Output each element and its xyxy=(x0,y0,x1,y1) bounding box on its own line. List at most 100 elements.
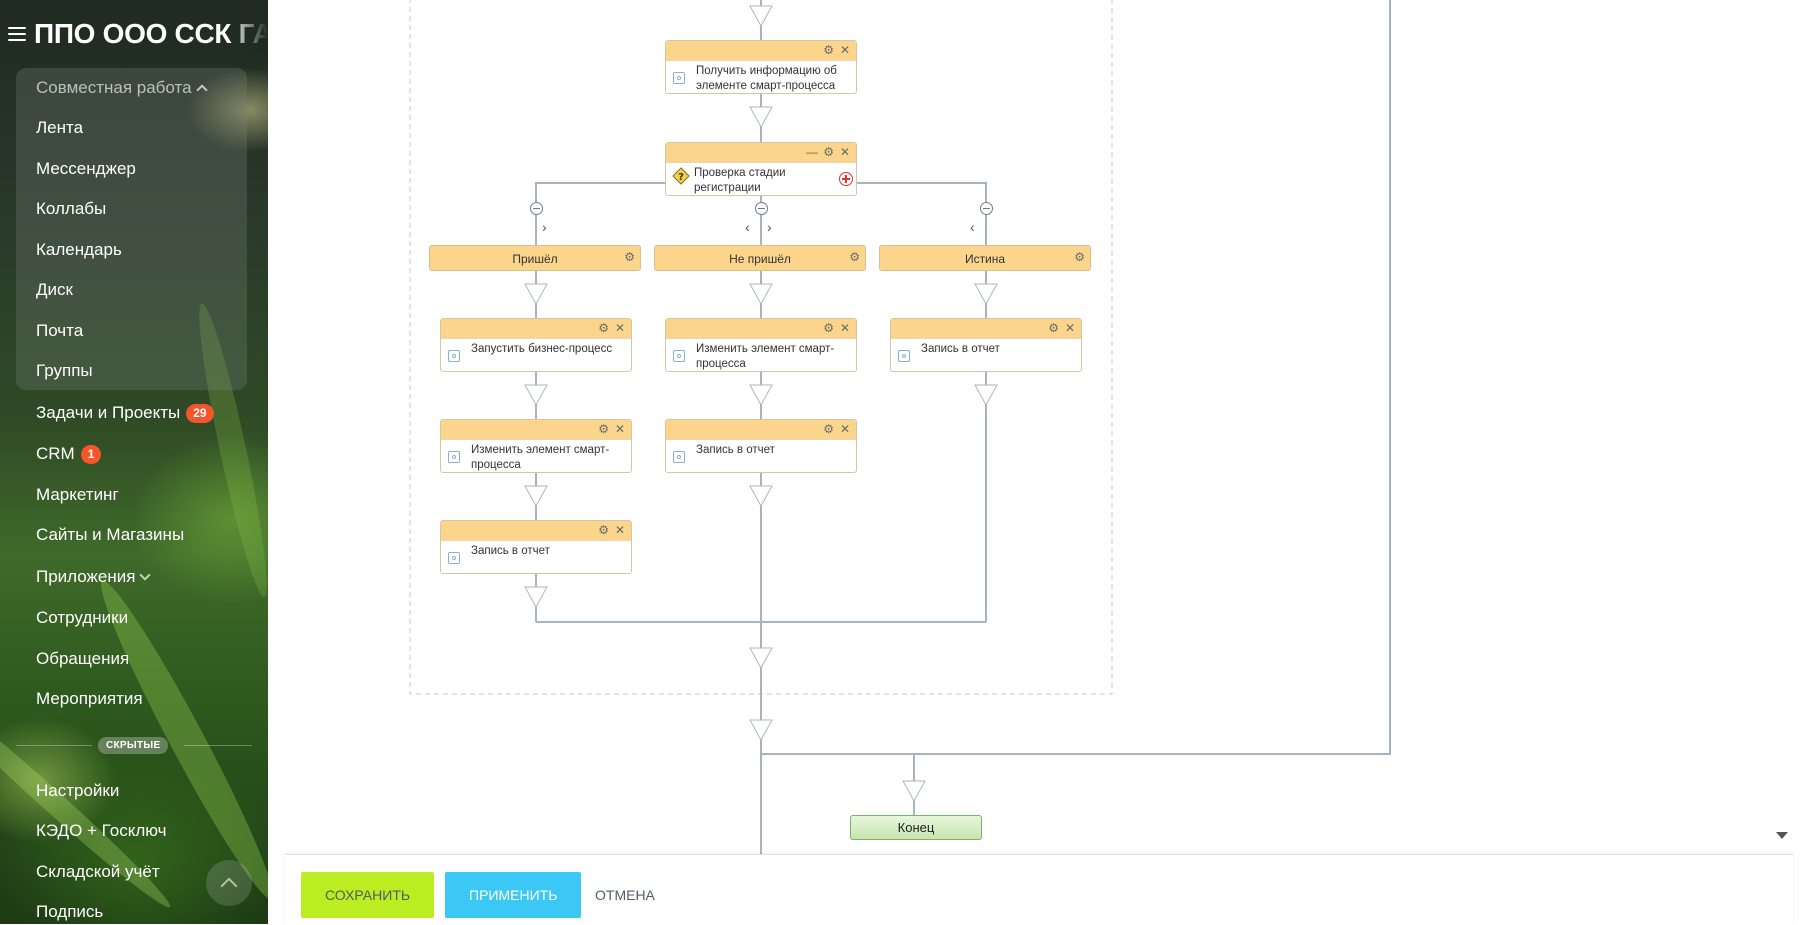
chevron-left-icon[interactable]: ‹ xyxy=(745,219,750,235)
gear-icon[interactable]: ⚙ xyxy=(823,145,834,159)
gear-icon[interactable]: ⚙ xyxy=(823,422,834,436)
hidden-separator: СКРЫТЫЕ xyxy=(16,737,252,754)
separator-line xyxy=(184,745,252,746)
hidden-items-toggle[interactable]: СКРЫТЫЕ xyxy=(98,737,169,754)
sidebar-item-crm[interactable]: CRM 1 xyxy=(36,444,102,464)
activity-header: ⚙ ✕ xyxy=(441,521,631,541)
sidebar-item-groups[interactable]: Группы xyxy=(36,361,93,380)
sidebar-item-sites[interactable]: Сайты и Магазины xyxy=(36,525,185,544)
title-fade xyxy=(228,14,268,54)
gear-icon[interactable]: ⚙ xyxy=(598,422,609,436)
sidebar-item-label: CRM xyxy=(36,444,75,463)
close-icon[interactable]: ✕ xyxy=(839,145,850,159)
activity-header: — ⚙ ✕ xyxy=(666,143,856,163)
sidebar-item-kedo[interactable]: КЭДО + Госключ xyxy=(36,821,167,840)
activity-modify-element[interactable]: ⚙ ✕ Изменить элемент смарт-процесса xyxy=(440,419,632,473)
gear-icon[interactable]: ⚙ xyxy=(598,523,609,537)
activity-condition[interactable]: — ⚙ ✕ ? Проверка стадии регистрации xyxy=(665,142,857,196)
workflow-canvas: ⚙ ✕ Получить информацию об элементе смар… xyxy=(268,0,1800,854)
close-icon[interactable]: ✕ xyxy=(839,43,850,57)
sidebar-item-employees[interactable]: Сотрудники xyxy=(36,608,129,627)
sidebar-item-requests[interactable]: Обращения xyxy=(36,649,130,668)
activity-report[interactable]: ⚙ ✕ Запись в отчет xyxy=(440,520,632,574)
close-icon[interactable]: ✕ xyxy=(614,523,625,537)
svg-text:?: ? xyxy=(678,172,684,183)
apply-button[interactable]: ПРИМЕНИТЬ xyxy=(445,872,582,918)
activity-icon xyxy=(673,350,685,362)
sidebar-item-mail[interactable]: Почта xyxy=(36,321,84,340)
end-node[interactable]: Конец xyxy=(850,815,982,840)
sidebar-item-marketing[interactable]: Маркетинг xyxy=(36,485,119,504)
minimize-icon[interactable]: — xyxy=(806,145,818,159)
activity-report[interactable]: ⚙ ✕ Запись в отчет xyxy=(665,419,857,473)
sidebar-item-label: Приложения xyxy=(36,567,136,586)
activity-icon xyxy=(898,350,910,362)
activity-icon xyxy=(673,72,685,84)
sidebar-item-settings[interactable]: Настройки xyxy=(36,781,120,800)
activity-icon xyxy=(448,552,460,564)
activity-body: Запись в отчет xyxy=(891,339,1081,362)
close-icon[interactable]: ✕ xyxy=(1064,321,1075,335)
menu-icon[interactable] xyxy=(8,27,26,41)
sidebar-group-title[interactable]: Совместная работа xyxy=(36,78,208,98)
collapse-branch-icon[interactable] xyxy=(980,202,993,215)
chevron-right-icon[interactable]: › xyxy=(542,219,547,235)
close-icon[interactable]: ✕ xyxy=(839,321,850,335)
activity-body: Изменить элемент смарт-процесса xyxy=(441,440,631,473)
branch-came[interactable]: Пришёл ⚙ xyxy=(429,245,641,271)
sidebar-group-collaboration xyxy=(16,68,247,390)
close-icon[interactable]: ✕ xyxy=(614,422,625,436)
sidebar-item-messenger[interactable]: Мессенджер xyxy=(36,159,136,178)
activity-icon xyxy=(448,451,460,463)
activity-icon xyxy=(448,350,460,362)
cancel-button[interactable]: ОТМЕНА xyxy=(587,872,663,918)
counter-badge: 29 xyxy=(186,403,214,423)
gear-icon[interactable]: ⚙ xyxy=(598,321,609,335)
collapse-branch-icon[interactable] xyxy=(530,202,543,215)
add-branch-icon[interactable] xyxy=(839,172,853,186)
save-button[interactable]: СОХРАНИТЬ xyxy=(301,872,435,918)
activity-header: ⚙ ✕ xyxy=(666,319,856,339)
chevron-right-icon[interactable]: › xyxy=(767,219,772,235)
sidebar-item-warehouse[interactable]: Складской учёт xyxy=(36,862,160,881)
arrow-heads xyxy=(524,5,998,803)
activity-icon xyxy=(673,451,685,463)
sidebar-item-feed[interactable]: Лента xyxy=(36,118,84,137)
activity-get-info[interactable]: ⚙ ✕ Получить информацию об элементе смар… xyxy=(665,40,857,94)
activity-modify-element[interactable]: ⚙ ✕ Изменить элемент смарт-процесса xyxy=(665,318,857,372)
gear-icon[interactable]: ⚙ xyxy=(849,250,860,264)
activity-start-bp[interactable]: ⚙ ✕ Запустить бизнес-процесс xyxy=(440,318,632,372)
branch-label: Пришёл xyxy=(512,252,558,266)
connector-line xyxy=(535,182,665,245)
connector-line xyxy=(857,182,987,245)
sidebar-item-disk[interactable]: Диск xyxy=(36,280,73,299)
branch-not-came[interactable]: Не пришёл ⚙ xyxy=(654,245,866,271)
sidebar: ППО ООО ССК ГА Совместная работа Лента М… xyxy=(0,0,268,924)
chevron-up-icon xyxy=(195,84,208,96)
condition-icon: ? xyxy=(672,167,690,185)
scroll-down-icon[interactable] xyxy=(1776,832,1788,839)
activity-report[interactable]: ⚙ ✕ Запись в отчет xyxy=(890,318,1082,372)
sidebar-item-calendar[interactable]: Календарь xyxy=(36,240,122,259)
sidebar-item-signature[interactable]: Подпись xyxy=(36,902,104,921)
gear-icon[interactable]: ⚙ xyxy=(1074,250,1085,264)
sidebar-item-tasks[interactable]: Задачи и Проекты 29 xyxy=(36,403,214,423)
gear-icon[interactable]: ⚙ xyxy=(823,43,834,57)
chevron-left-icon[interactable]: ‹ xyxy=(970,219,975,235)
close-icon[interactable]: ✕ xyxy=(839,422,850,436)
sidebar-item-apps[interactable]: Приложения xyxy=(36,567,152,587)
collapse-branch-icon[interactable] xyxy=(755,202,768,215)
gear-icon[interactable]: ⚙ xyxy=(624,250,635,264)
bottom-action-bar: СОХРАНИТЬ ПРИМЕНИТЬ ОТМЕНА xyxy=(285,854,1793,925)
gear-icon[interactable]: ⚙ xyxy=(1048,321,1059,335)
sidebar-item-events[interactable]: Мероприятия xyxy=(36,689,143,708)
close-icon[interactable]: ✕ xyxy=(614,321,625,335)
gear-icon[interactable]: ⚙ xyxy=(823,321,834,335)
scroll-up-button[interactable] xyxy=(206,860,252,906)
activity-header: ⚙ ✕ xyxy=(666,41,856,61)
activity-title: Запись в отчет xyxy=(696,444,775,456)
separator-line xyxy=(16,745,92,746)
branch-true[interactable]: Истина ⚙ xyxy=(879,245,1091,271)
sidebar-item-collabs[interactable]: Коллабы xyxy=(36,199,107,218)
activity-title: Запись в отчет xyxy=(471,545,550,557)
